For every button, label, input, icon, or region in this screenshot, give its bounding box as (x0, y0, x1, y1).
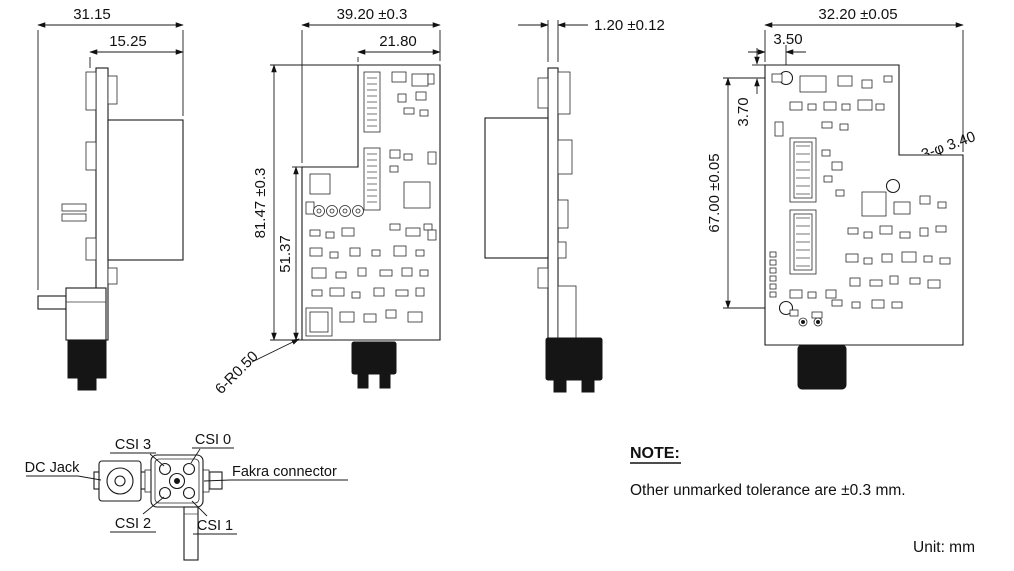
pcb-components-back (769, 73, 951, 390)
label-csi1: CSI 1 (197, 518, 233, 534)
label-csi2: CSI 2 (115, 516, 151, 532)
csi2-pin (158, 486, 172, 500)
board-tab (183, 506, 199, 561)
ic-chip (403, 181, 431, 209)
dim-back-hole-offset-x: 3.50 (773, 31, 802, 48)
dim-back-total-width: 32.20 ±0.05 (818, 6, 897, 23)
fakra-connector-front (351, 341, 397, 375)
label-csi0: CSI 0 (195, 432, 231, 448)
connector-housing (545, 337, 603, 381)
csi3-pin (158, 462, 172, 476)
note-body: Other unmarked tolerance are ±0.3 mm. (630, 482, 906, 499)
connector-housing (797, 344, 847, 390)
mounting-hole (778, 300, 794, 316)
dc-jack-barrel (37, 295, 67, 310)
label-fakra: Fakra connector (232, 464, 337, 480)
dim-back-hole-offset-y: 3.70 (735, 97, 752, 126)
dim-side-a-inner-width: 15.25 (109, 33, 147, 50)
side-b-board-profile (484, 67, 603, 393)
dim-side-b-thickness: 1.20 ±0.12 (594, 17, 665, 34)
side-a-board-profile (37, 67, 184, 391)
pin-header-side (61, 203, 87, 212)
dim-front-total-height: 81.47 ±0.3 (252, 168, 269, 239)
connector-housing (67, 339, 107, 379)
unit-label: Unit: mm (913, 539, 975, 556)
dim-front-inner-height: 51.37 (277, 235, 294, 273)
ic-chip (309, 173, 331, 195)
csi0-pin (182, 462, 196, 476)
mounting-hole (885, 178, 901, 194)
dim-front-inner-width: 21.80 (379, 33, 417, 50)
note-block: NOTE: Other unmarked tolerance are ±0.3 … (630, 445, 975, 556)
view-side-b: 1.20 ±0.12 (484, 17, 665, 393)
csi1-pin (182, 486, 196, 500)
fpc-connector-mid (363, 147, 381, 211)
label-csi3: CSI 3 (115, 437, 151, 453)
pcb-components-front (305, 71, 437, 389)
label-dc-jack: DC Jack (25, 460, 81, 476)
dim-front-total-width: 39.20 ±0.3 (337, 6, 408, 23)
dim-back-hole-spacing: 67.00 ±0.05 (706, 153, 723, 232)
view-bottom-detail: CSI 3 CSI 0 DC Jack Fakra connector CSI … (25, 432, 348, 561)
view-side-a: 31.15 15.25 (37, 6, 184, 391)
ic-chip (861, 191, 887, 217)
dim-side-a-total-width: 31.15 (73, 6, 111, 23)
note-title: NOTE: (630, 445, 680, 462)
view-front: 39.20 ±0.3 21.80 81.47 ±0.3 51.37 6-R0.5… (212, 6, 441, 398)
view-back: 32.20 ±0.05 3.50 3.70 67.00 ±0.05 3-φ 3.… (706, 6, 978, 390)
dc-jack-body (65, 287, 107, 341)
